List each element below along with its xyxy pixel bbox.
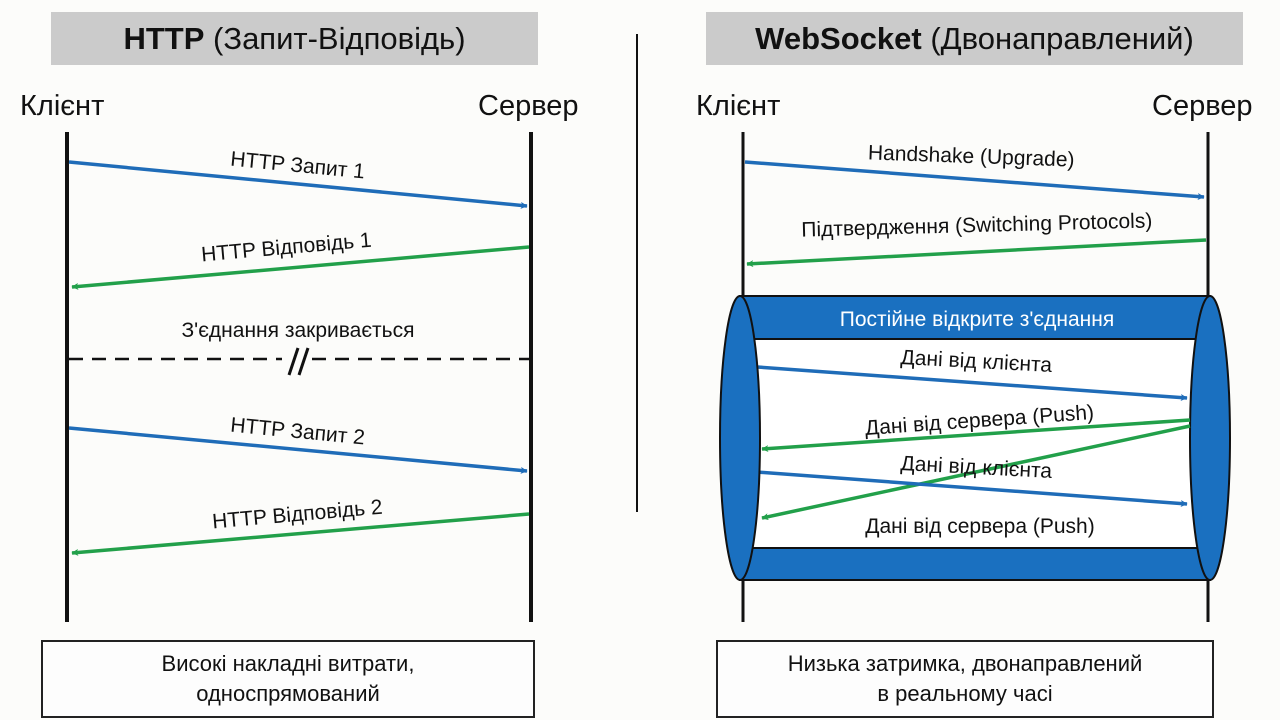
http-client-label: Клієнт <box>20 90 105 122</box>
websocket-client-label: Клієнт <box>696 90 781 122</box>
http-title-bold: HTTP <box>123 20 205 56</box>
handshake-label: Handshake (Upgrade) <box>868 141 1075 171</box>
http-response-1: HTTP Відповідь 1 <box>71 229 530 290</box>
pipe-right-end <box>1189 295 1231 581</box>
http-title-subtitle: (Запит-Відповідь) <box>204 20 466 56</box>
http-request-1: HTTP Запит 1 <box>68 148 528 209</box>
http-server-label: Сервер <box>478 90 579 122</box>
break-marker-slash-1 <box>287 347 300 376</box>
websocket-handshake: Handshake (Upgrade) <box>744 141 1205 201</box>
data-client-2-arrow <box>756 470 1188 508</box>
http-response-1-label: HTTP Відповідь 1 <box>200 229 372 267</box>
http-response-2: HTTP Відповідь 2 <box>71 496 530 556</box>
data-server-1-arrow <box>761 418 1191 453</box>
websocket-handshake-confirmation: Підтвердження (Switching Protocols) <box>746 209 1207 268</box>
switching-protocols-arrow <box>746 238 1207 268</box>
http-section-title: HTTP (Запит-Відповідь) <box>51 12 538 65</box>
websocket-title-subtitle: (Двонаправлений) <box>921 20 1194 56</box>
switching-protocols-label: Підтвердження (Switching Protocols) <box>801 209 1153 241</box>
websocket-title-bold: WebSocket <box>755 20 922 56</box>
pipe-bottom-band <box>739 547 1211 581</box>
data-server-2-label: Дані від сервера (Push) <box>865 515 1094 538</box>
http-summary-box: Високі накладні витрати, односпрямований <box>41 640 535 718</box>
websocket-data-server-2: Дані від сервера (Push) <box>865 515 1094 538</box>
connection-closed-label: З'єднання закривається <box>182 319 415 342</box>
data-server-2-arrow <box>761 424 1191 521</box>
websocket-section-title: WebSocket (Двонаправлений) <box>706 12 1243 65</box>
http-summary-line-1: Високі накладні витрати, <box>161 651 415 676</box>
pipe-left-end <box>719 295 761 581</box>
handshake-arrow <box>744 160 1205 201</box>
websocket-summary-line-2: в реальному часі <box>877 681 1053 706</box>
http-request-2: HTTP Запит 2 <box>68 414 528 474</box>
http-connection-close: З'єднання закривається <box>69 319 529 376</box>
pipe-top-band <box>739 295 1211 340</box>
data-client-1-arrow <box>756 365 1188 402</box>
websocket-summary-line-1: Низька затримка, двонаправлений <box>787 651 1143 676</box>
persistent-connection-label: Постійне відкрите з'єднання <box>840 308 1114 331</box>
http-request-1-arrow <box>68 160 528 209</box>
websocket-server-label: Сервер <box>1152 90 1253 122</box>
http-response-2-arrow <box>71 512 530 556</box>
http-request-2-arrow <box>68 426 528 474</box>
http-response-1-arrow <box>71 245 530 290</box>
http-summary-line-2: односпрямований <box>196 681 380 706</box>
websocket-summary-box: Низька затримка, двонаправлений в реальн… <box>716 640 1214 718</box>
break-marker-slash-2 <box>297 347 310 376</box>
